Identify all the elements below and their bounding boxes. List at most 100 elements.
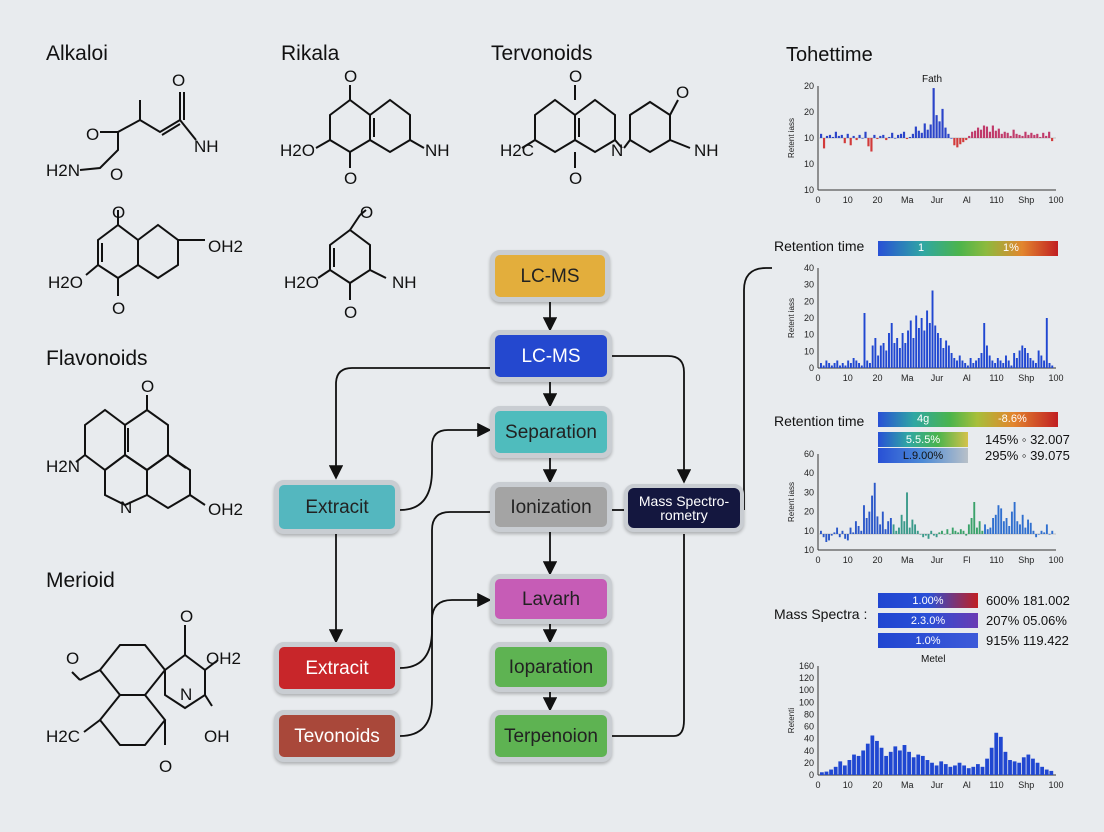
- s7-o-left: O: [66, 649, 79, 668]
- chart-bar: [900, 514, 903, 534]
- panel2-header: Retention time: [774, 238, 865, 254]
- chart-bar: [959, 138, 962, 145]
- chart-bar: [1031, 758, 1035, 775]
- flow-node-lavarh[interactable]: Lavarh: [490, 574, 612, 624]
- chart-bar: [857, 526, 860, 534]
- chart-bar: [957, 762, 962, 775]
- chart-bar: [934, 765, 939, 775]
- chart-bar: [870, 138, 873, 152]
- chart-bar: [916, 754, 921, 775]
- chart-bar: [919, 534, 922, 535]
- chart-bar: [820, 530, 822, 534]
- chart-bar: [822, 138, 826, 149]
- x-tick-label: Jur: [931, 555, 944, 565]
- chart-bar: [957, 532, 960, 534]
- chart-bar: [1024, 131, 1027, 138]
- chart-bar: [847, 760, 852, 775]
- s2-o-top: O: [344, 67, 357, 86]
- panel4-row2-value: 207% 05.06%: [986, 613, 1067, 628]
- chart-bar: [905, 138, 909, 140]
- chart-bar: [889, 518, 892, 534]
- chart-bar: [840, 134, 843, 138]
- chart-bar: [855, 360, 858, 368]
- chart-bar: [943, 764, 948, 775]
- chart-bar: [907, 751, 911, 775]
- chart-bar: [1018, 350, 1021, 368]
- chart-bar: [898, 527, 900, 534]
- panel3-row1-bar: 5.5.5%: [878, 432, 968, 447]
- flow-node-lc-ms-2[interactable]: LC-MS: [490, 330, 612, 382]
- x-tick-label: Shp: [1018, 780, 1034, 790]
- flow-node-lc-ms[interactable]: LC-MS: [490, 250, 610, 302]
- chart-bar: [1013, 502, 1016, 534]
- chart-bar: [865, 518, 868, 534]
- y-tick-label: 100: [799, 685, 814, 695]
- chart-bar: [1003, 751, 1008, 775]
- chart-bar: [852, 754, 856, 775]
- chart-bar: [1005, 355, 1007, 368]
- chart-bar: [966, 768, 971, 775]
- chart-bar: [879, 747, 884, 775]
- panel3-gradient-bar: [878, 412, 1058, 427]
- x-tick-label: 0: [815, 555, 820, 565]
- y-tick-label: 10: [804, 185, 814, 195]
- chart-bar: [876, 516, 879, 534]
- chart-bar: [836, 360, 839, 368]
- chart-bar: [1040, 530, 1043, 534]
- chart-bar: [861, 750, 866, 775]
- chart-bar: [989, 527, 992, 534]
- chart-bar: [950, 353, 953, 368]
- chart-bar: [1010, 365, 1013, 368]
- chart-bar: [1024, 348, 1026, 368]
- chart-bar: [1024, 527, 1027, 534]
- s3-o-bottom: O: [569, 169, 582, 188]
- x-tick-label: 10: [843, 195, 853, 205]
- chart-bar: [992, 518, 995, 534]
- chart-bar: [971, 766, 976, 775]
- flow-node-extracit-2[interactable]: Extracit: [274, 642, 400, 694]
- chart-bar: [898, 348, 901, 368]
- chart-bar: [1017, 762, 1022, 775]
- x-tick-label: 10: [843, 373, 853, 383]
- flow-node-tevonoids[interactable]: Tevonoids: [274, 710, 400, 762]
- y-tick-label: 10: [804, 133, 814, 143]
- chart-bar: [877, 355, 880, 368]
- chart-bar: [969, 358, 972, 368]
- chart-bar: [998, 736, 1003, 775]
- x-tick-label: 110: [989, 780, 1003, 790]
- chart-bar: [1035, 534, 1038, 538]
- chart-bar: [934, 325, 937, 368]
- s1-h2n: H2N: [46, 161, 80, 180]
- x-tick-label: Al: [963, 780, 971, 790]
- chart-bar: [836, 527, 839, 534]
- chart-bar: [950, 138, 953, 139]
- chart-bar: [982, 125, 986, 138]
- flow-node-terpenoion[interactable]: Terpenoion: [490, 710, 612, 762]
- chart-bar: [971, 131, 974, 138]
- flow-node-extracit[interactable]: Extracit: [274, 480, 400, 534]
- chart-bar: [863, 313, 866, 368]
- chart-bar: [902, 131, 906, 138]
- panel4-sub: Metel: [921, 654, 946, 665]
- flow-node-ionization[interactable]: Ionization: [490, 482, 612, 532]
- chart-bar: [1035, 762, 1040, 775]
- chart-bar: [1029, 522, 1032, 534]
- panel4-row2-bar: 2.3.0%: [878, 613, 978, 628]
- flow-node-separation[interactable]: Separation: [490, 406, 612, 458]
- chart-bar: [931, 290, 934, 368]
- panel3-row1-value: 145% ◦ 32.007: [985, 432, 1070, 447]
- y-tick-label: 40: [804, 263, 814, 273]
- chart-bar: [1030, 132, 1033, 138]
- y-axis-label: Retent iass: [787, 298, 796, 338]
- flow-node-ioparation[interactable]: Ioparation: [490, 642, 612, 692]
- y-tick-label: 20: [804, 296, 814, 306]
- flow-node-mass-spectrometry[interactable]: Mass Spectro- rometry: [624, 484, 744, 532]
- chart-bar: [1036, 133, 1039, 138]
- chart-bar: [911, 133, 914, 138]
- s2-o-bottom: O: [344, 169, 357, 188]
- chart-bar: [920, 755, 925, 775]
- s3-h2c: H2C: [500, 141, 534, 160]
